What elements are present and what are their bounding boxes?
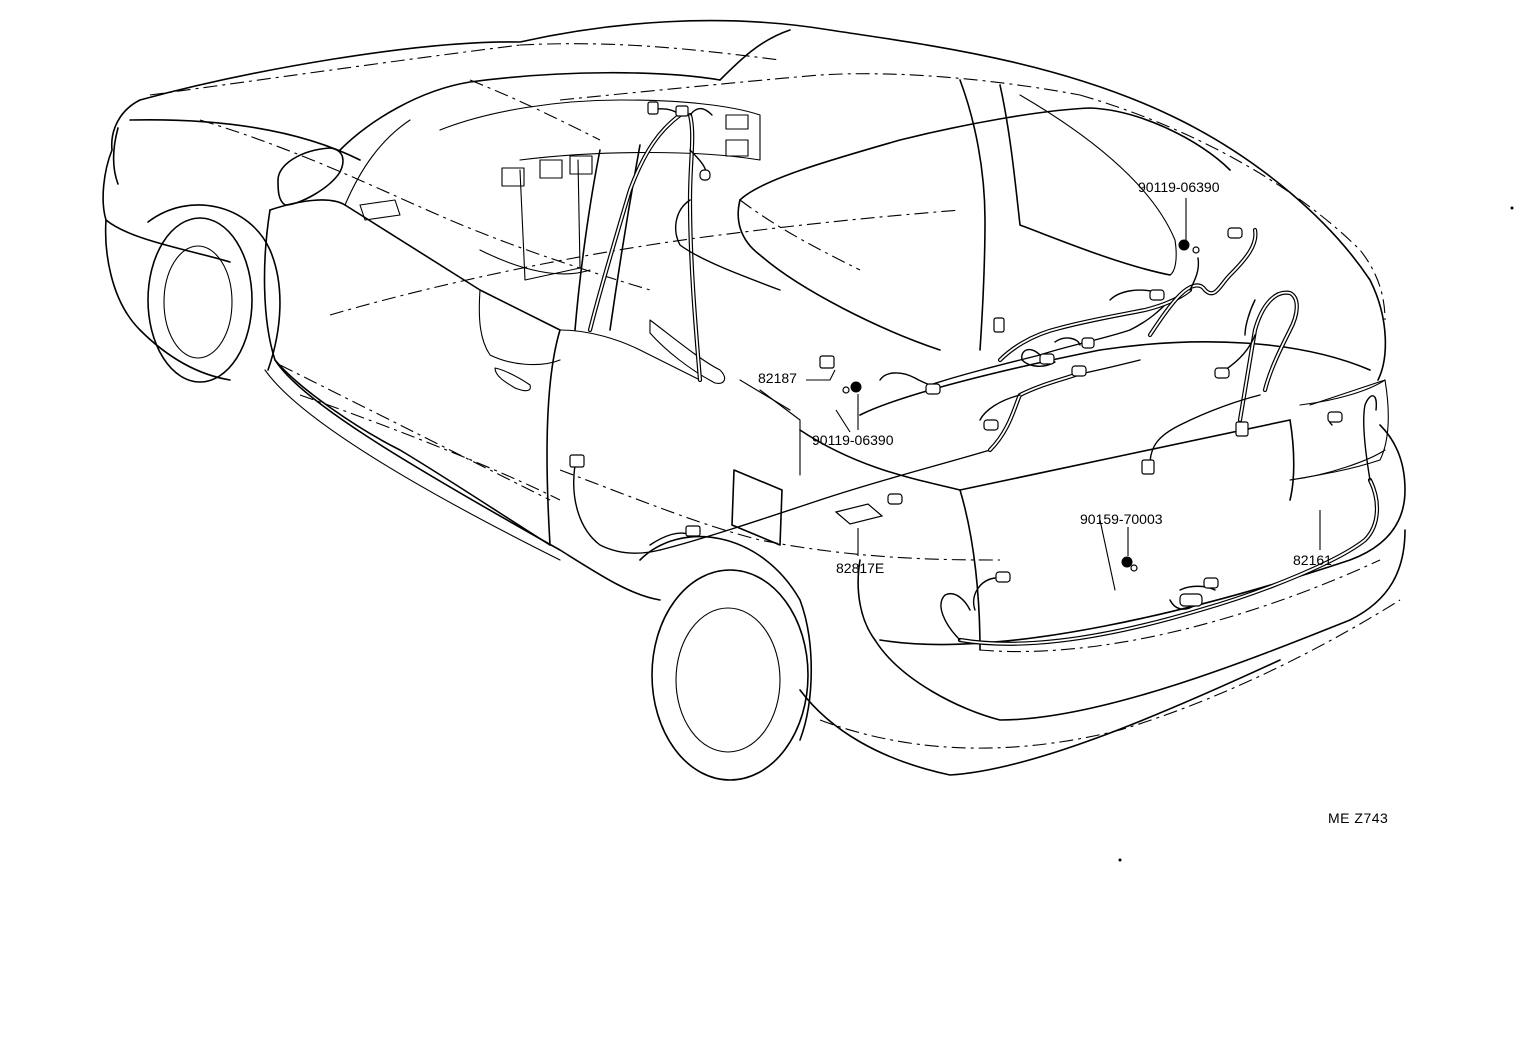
- protector-icon: [834, 503, 884, 525]
- clamp-lower-icon: [850, 381, 862, 393]
- phantom-lines: [149, 43, 1401, 749]
- part-label-harness-left: 82187: [758, 370, 797, 386]
- part-label-protector: 82817E: [836, 560, 885, 576]
- part-label-clamp-rear: 90159-70003: [1080, 511, 1163, 527]
- clamp-upper-icon: [1178, 239, 1190, 251]
- part-label-clamp-lower: 90119-06390: [812, 432, 894, 448]
- part-label-harness-rear: 82161: [1293, 552, 1332, 568]
- car-body: [102, 19, 1406, 781]
- wiring-harness: [573, 107, 1380, 646]
- clamps: [834, 239, 1200, 572]
- clamp-rear-icon: [1121, 556, 1133, 568]
- diagram-reference-code: ME Z743: [1328, 810, 1389, 826]
- leader-lines: [806, 198, 1321, 556]
- part-label-clamp-upper: 90119-06390: [1138, 179, 1220, 195]
- connectors: [569, 101, 1343, 607]
